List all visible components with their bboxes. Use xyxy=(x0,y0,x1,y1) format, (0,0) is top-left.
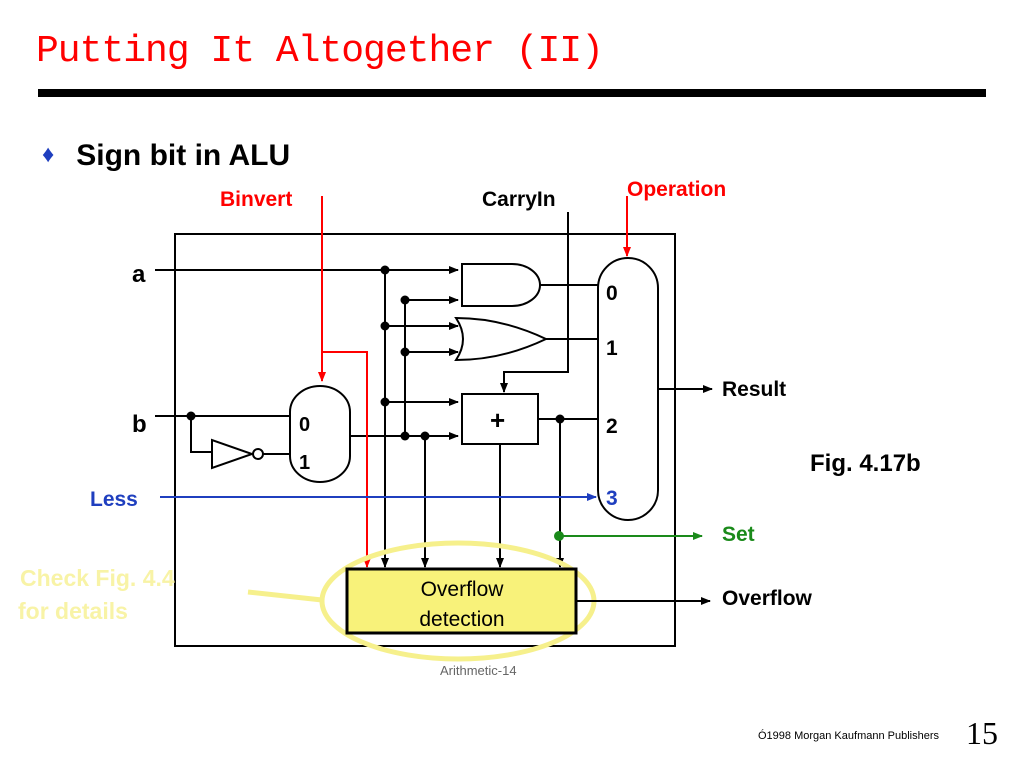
b-label: b xyxy=(132,411,147,438)
overflow-box-line-1: Overflow xyxy=(421,578,505,601)
alu-outline xyxy=(174,233,676,647)
binvert-label: Binvert xyxy=(220,188,292,211)
overflow-box-line-2: detection xyxy=(419,608,504,631)
overflow-detection-box xyxy=(345,567,578,635)
copyright-footer: Ó1998 Morgan Kaufmann Publishers xyxy=(758,730,939,742)
carryin-label: CarryIn xyxy=(482,188,556,211)
bullet-item: ♦ Sign bit in ALU xyxy=(42,139,290,173)
binvert-mux-input-0: 0 xyxy=(299,414,310,436)
set-label: Set xyxy=(722,523,755,546)
mux-input-1: 1 xyxy=(606,337,618,360)
operation-label: Operation xyxy=(627,178,726,201)
inverter xyxy=(211,438,256,470)
adder-symbol: + xyxy=(490,405,505,435)
and-gate xyxy=(461,263,541,307)
title-divider xyxy=(38,89,986,97)
a-label: a xyxy=(132,261,146,288)
diamond-bullet-icon: ♦ xyxy=(42,141,55,168)
mux-input-0: 0 xyxy=(606,282,618,305)
overflow-label: Overflow xyxy=(722,587,813,610)
result-mux xyxy=(597,257,659,521)
or-gate xyxy=(454,316,549,362)
bullet-text: Sign bit in ALU xyxy=(76,139,291,172)
mux-input-3: 3 xyxy=(606,487,618,510)
note-line-1: Check Fig. 4.4 xyxy=(20,565,175,591)
figure-caption: Arithmetic-14 xyxy=(440,663,517,678)
mux-input-2: 2 xyxy=(606,415,618,438)
note-line-2: for details xyxy=(18,598,128,624)
result-label: Result xyxy=(722,378,786,401)
page-number: 15 xyxy=(966,715,998,751)
figure-number: Fig. 4.17b xyxy=(810,450,921,477)
adder xyxy=(461,393,539,445)
slide-title: Putting It Altogether (II) xyxy=(36,30,604,73)
less-label: Less xyxy=(90,488,138,511)
binvert-mux xyxy=(289,385,351,483)
callout-line xyxy=(247,589,323,603)
binvert-mux-input-1: 1 xyxy=(299,452,310,474)
